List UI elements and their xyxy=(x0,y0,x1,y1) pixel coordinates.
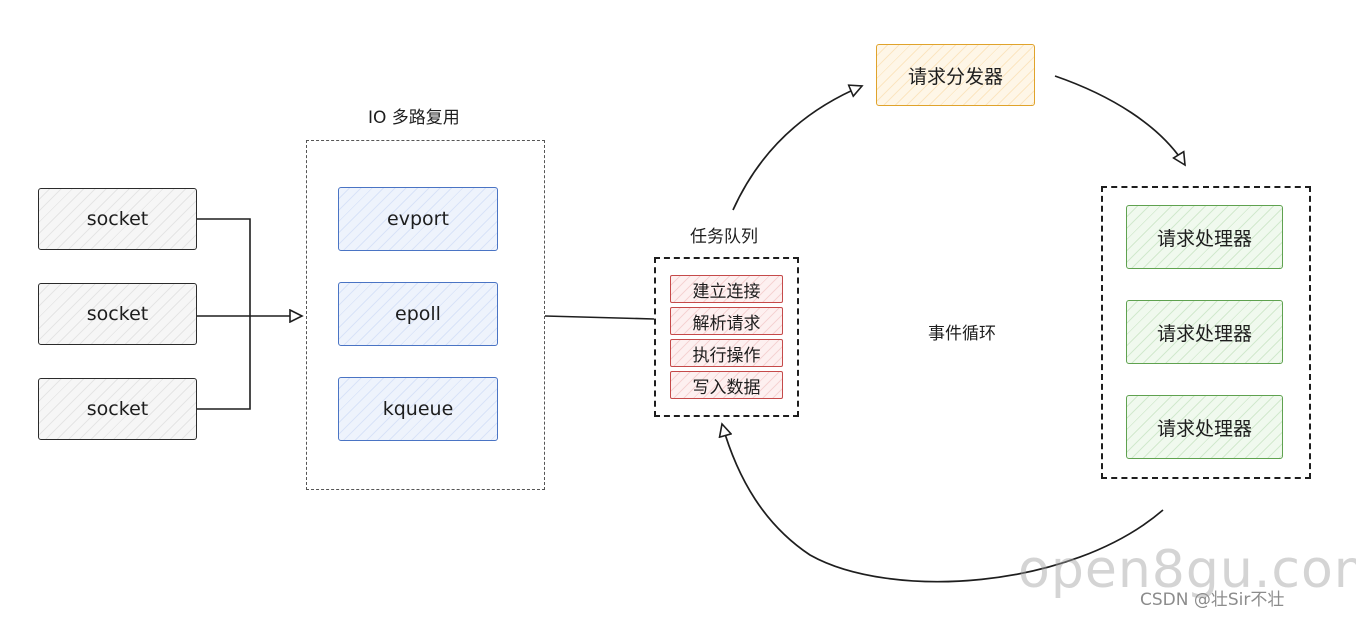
task-label-2: 解析请求 xyxy=(692,313,761,334)
task-queue-frame xyxy=(654,257,799,417)
io-item-evport: evport xyxy=(338,187,498,251)
socket-connector-3 xyxy=(197,316,251,410)
handler-label-1: 请求处理器 xyxy=(1156,227,1252,250)
request-dispatcher: 请求分发器 xyxy=(876,44,1035,106)
dispatcher-label: 请求分发器 xyxy=(907,65,1003,88)
socket-label-2: socket xyxy=(86,303,149,325)
task-item-1: 建立连接 xyxy=(670,275,783,303)
handlers-frame xyxy=(1101,186,1311,479)
request-handler-3: 请求处理器 xyxy=(1126,395,1283,459)
io-item-label-1: evport xyxy=(387,208,449,230)
task-queue-title: 任务队列 xyxy=(690,227,758,247)
credit-text: CSDN @壮Sir不壮 xyxy=(1140,590,1285,610)
io-item-kqueue: kqueue xyxy=(338,377,498,441)
task-item-2: 解析请求 xyxy=(670,307,783,335)
socket-box-2: socket xyxy=(38,283,197,345)
io-item-label-2: epoll xyxy=(395,303,441,325)
task-label-4: 写入数据 xyxy=(692,377,761,398)
queue-to-dispatcher-arrow xyxy=(732,86,862,211)
socket-label-3: socket xyxy=(86,398,149,420)
event-loop-label: 事件循环 xyxy=(928,324,996,344)
task-item-3: 执行操作 xyxy=(670,339,783,367)
request-handler-1: 请求处理器 xyxy=(1126,205,1283,269)
dispatcher-to-handlers-arrow xyxy=(1054,75,1185,165)
socket-box-1: socket xyxy=(38,188,197,250)
task-label-1: 建立连接 xyxy=(692,281,761,302)
io-group-title: IO 多路复用 xyxy=(368,108,460,128)
socket-box-3: socket xyxy=(38,378,197,440)
watermark-text: open8gu.com xyxy=(1018,540,1356,600)
task-item-4: 写入数据 xyxy=(670,371,783,399)
handler-label-2: 请求处理器 xyxy=(1156,322,1252,345)
handler-label-3: 请求处理器 xyxy=(1156,417,1252,440)
task-label-3: 执行操作 xyxy=(692,345,761,366)
handlers-to-queue-arrow xyxy=(722,424,1164,583)
io-group-frame xyxy=(306,140,545,490)
io-item-label-3: kqueue xyxy=(382,398,454,420)
io-item-epoll: epoll xyxy=(338,282,498,346)
io-to-queue-line xyxy=(544,315,655,320)
socket-connector-1 xyxy=(197,218,251,316)
request-handler-2: 请求处理器 xyxy=(1126,300,1283,364)
socket-label-1: socket xyxy=(86,208,149,230)
